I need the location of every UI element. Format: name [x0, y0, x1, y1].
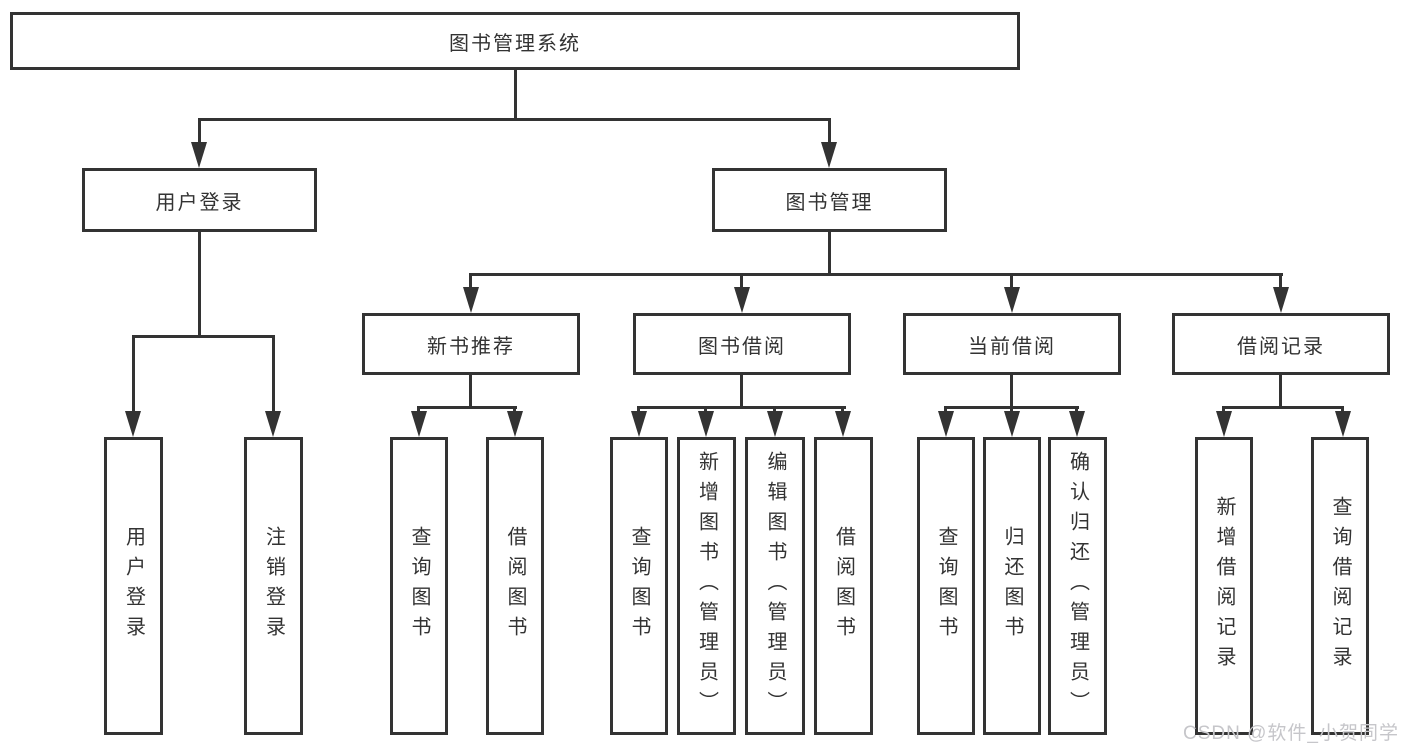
node-leaf-cb-return-books: 归还图书: [983, 437, 1041, 735]
connector-cb-drop-2: [1010, 406, 1013, 414]
connector-bb-drop-2: [704, 406, 707, 414]
arrow-down-icon: [463, 287, 479, 313]
node-current-borrow-label: 当前借阅: [968, 335, 1056, 358]
arrow-down-icon: [821, 142, 837, 168]
arrow-down-icon: [1335, 411, 1351, 437]
arrow-down-icon: [191, 142, 207, 168]
arrow-down-icon: [1069, 411, 1085, 437]
node-user-login-branch-label: 用户登录: [155, 191, 244, 214]
node-leaf-bb-borrow-books: 借阅图书: [814, 437, 873, 735]
arrow-down-icon: [1004, 287, 1020, 313]
node-book-mgmt-branch: 图书管理: [712, 168, 947, 232]
node-book-mgmt-branch-label: 图书管理: [785, 191, 874, 214]
connector-cb-drop-1: [944, 406, 947, 414]
arrow-down-icon: [734, 287, 750, 313]
connector-nbr-drop-2: [513, 406, 516, 414]
node-leaf-br-query-record-label: 查询借阅记录: [1329, 496, 1351, 676]
connector-bookmgmt-drop-3: [1010, 273, 1013, 291]
connector-root-bus: [198, 118, 831, 121]
connector-bb-stem: [740, 375, 743, 408]
node-leaf-nbr-borrow-books-label: 借阅图书: [504, 526, 526, 646]
node-leaf-cb-query-books-label: 查询图书: [935, 526, 957, 646]
connector-bookmgmt-stem: [828, 232, 831, 275]
node-borrow-records-label: 借阅记录: [1237, 335, 1325, 358]
connector-root-drop-right: [828, 118, 831, 146]
arrow-down-icon: [1216, 411, 1232, 437]
connector-br-bus: [1222, 406, 1344, 409]
connector-bb-drop-3: [773, 406, 776, 414]
arrow-down-icon: [1273, 287, 1289, 313]
connector-bookmgmt-drop-1: [469, 273, 472, 291]
arrow-down-icon: [265, 411, 281, 437]
node-leaf-bb-edit-books: 编辑图书（管理员）: [745, 437, 805, 735]
node-borrow-records: 借阅记录: [1172, 313, 1390, 375]
arrow-down-icon: [507, 411, 523, 437]
node-leaf-br-add-record-label: 新增借阅记录: [1213, 496, 1235, 676]
arrow-down-icon: [698, 411, 714, 437]
node-leaf-user-login-label: 用户登录: [122, 526, 145, 646]
node-leaf-cb-confirm-return: 确认归还（管理员）: [1048, 437, 1107, 735]
node-leaf-logout-label: 注销登录: [262, 526, 285, 646]
watermark: CSDN @软件_小贺同学: [1183, 723, 1399, 744]
node-leaf-nbr-query-books-label: 查询图书: [408, 526, 430, 646]
node-leaf-nbr-query-books: 查询图书: [390, 437, 448, 735]
connector-bookmgmt-drop-4: [1279, 273, 1282, 291]
arrow-down-icon: [767, 411, 783, 437]
connector-bookmgmt-bus: [469, 273, 1283, 276]
arrow-down-icon: [1004, 411, 1020, 437]
node-leaf-cb-confirm-return-label: 确认归还（管理员）: [1066, 451, 1089, 721]
node-root: 图书管理系统: [10, 12, 1020, 70]
connector-userlogin-drop-2: [272, 335, 275, 415]
node-leaf-bb-borrow-books-label: 借阅图书: [832, 526, 855, 646]
connector-nbr-bus: [417, 406, 517, 409]
node-current-borrow: 当前借阅: [903, 313, 1121, 375]
connector-br-drop-2: [1341, 406, 1344, 414]
node-user-login-branch: 用户登录: [82, 168, 317, 232]
arrow-down-icon: [125, 411, 141, 437]
connector-bb-drop-1: [637, 406, 640, 414]
connector-nbr-drop-1: [417, 406, 420, 414]
connector-nbr-stem: [469, 375, 472, 408]
node-leaf-user-login: 用户登录: [104, 437, 163, 735]
node-leaf-nbr-borrow-books: 借阅图书: [486, 437, 544, 735]
connector-userlogin-drop-1: [132, 335, 135, 415]
node-leaf-bb-edit-books-label: 编辑图书（管理员）: [764, 451, 786, 721]
node-book-borrow: 图书借阅: [633, 313, 851, 375]
node-book-borrow-label: 图书借阅: [698, 335, 786, 358]
node-new-book-rec: 新书推荐: [362, 313, 580, 375]
connector-userlogin-bus: [132, 335, 275, 338]
connector-userlogin-stem: [198, 232, 201, 337]
node-leaf-bb-add-books-label: 新增图书（管理员）: [695, 451, 718, 721]
node-leaf-bb-query-books-label: 查询图书: [628, 526, 650, 646]
node-leaf-logout: 注销登录: [244, 437, 303, 735]
connector-cb-drop-3: [1075, 406, 1078, 414]
connector-br-drop-1: [1222, 406, 1225, 414]
arrow-down-icon: [938, 411, 954, 437]
node-root-label: 图书管理系统: [449, 32, 581, 55]
node-leaf-cb-query-books: 查询图书: [917, 437, 975, 735]
node-leaf-cb-return-books-label: 归还图书: [1001, 526, 1023, 646]
connector-bookmgmt-drop-2: [740, 273, 743, 291]
connector-bb-drop-4: [841, 406, 844, 414]
node-new-book-rec-label: 新书推荐: [427, 335, 515, 358]
connector-cb-stem: [1010, 375, 1013, 408]
node-leaf-br-add-record: 新增借阅记录: [1195, 437, 1253, 735]
connector-bb-bus: [637, 406, 846, 409]
connector-root-drop-left: [198, 118, 201, 146]
connector-root-stem: [514, 70, 517, 120]
node-leaf-bb-add-books: 新增图书（管理员）: [677, 437, 736, 735]
node-leaf-bb-query-books: 查询图书: [610, 437, 668, 735]
node-leaf-br-query-record: 查询借阅记录: [1311, 437, 1369, 735]
arrow-down-icon: [631, 411, 647, 437]
arrow-down-icon: [835, 411, 851, 437]
arrow-down-icon: [411, 411, 427, 437]
connector-br-stem: [1279, 375, 1282, 408]
